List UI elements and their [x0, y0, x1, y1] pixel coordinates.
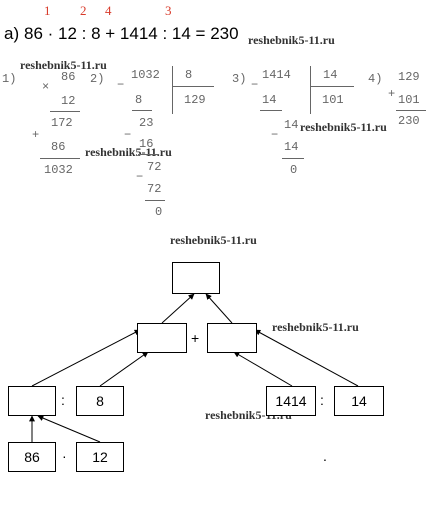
- calc2-rem2: 72: [147, 160, 162, 174]
- equation-label: а): [4, 24, 20, 43]
- colon-sign: :: [61, 392, 65, 408]
- result-box[interactable]: [172, 262, 220, 294]
- calc1-sign2: +: [32, 128, 40, 142]
- order-mark-4: 4: [105, 3, 112, 18]
- calc1-partial1: 172: [51, 116, 73, 130]
- colon-sign: :: [320, 392, 324, 408]
- calc4-addend-b: 101: [398, 93, 420, 107]
- calc2-sign-step: −: [124, 128, 132, 142]
- calc3-division-bar: [310, 66, 311, 114]
- watermark: reshebnik5-11.ru: [272, 320, 359, 334]
- watermark: reshebnik5-11.ru: [85, 145, 172, 159]
- arrow-factor2-to-product: [37, 415, 101, 443]
- calc4-addend-a: 129: [398, 70, 420, 84]
- calc3-sign: −: [251, 78, 259, 92]
- calc2-quotient: 129: [184, 93, 206, 107]
- equation-expression: 86 · 12 : 8 + 1414 : 14 = 230: [24, 24, 239, 43]
- calc1-rule: [40, 158, 80, 159]
- calc2-dividend: 1032: [131, 68, 160, 82]
- calc4-sign: +: [388, 87, 396, 101]
- calc3-remainder: 0: [290, 163, 298, 177]
- factor1-value: 86: [24, 449, 40, 465]
- arrow-divisor-to-sum: [99, 351, 149, 387]
- calc3-step2: 14: [284, 140, 299, 154]
- arrow-dividend-to-sum: [233, 351, 293, 387]
- calc2-step1: 8: [135, 93, 143, 107]
- order-mark-3: 3: [165, 3, 172, 18]
- calc2-sign-step: −: [136, 170, 144, 184]
- stray-dot: .: [323, 448, 327, 464]
- order-mark-1: 1: [44, 3, 51, 18]
- calc4-number: 4): [368, 72, 383, 86]
- calc2-rule: [132, 110, 152, 111]
- watermark: reshebnik5-11.ru: [20, 58, 107, 72]
- calc2-number: 2): [90, 72, 105, 86]
- calc2-rule: [145, 200, 165, 201]
- calc1-rule: [50, 111, 80, 112]
- calc3-rule: [260, 110, 282, 111]
- arrow-left-to-top: [161, 293, 195, 324]
- calc1-factor-b: 12: [61, 94, 76, 108]
- calc3-number: 3): [232, 72, 247, 86]
- left-divisor-value: 8: [96, 393, 104, 409]
- watermark: reshebnik5-11.ru: [248, 33, 335, 47]
- plus-sign: +: [191, 330, 200, 346]
- right-dividend-value: 1414: [275, 393, 307, 409]
- calc3-rem1: 14: [284, 118, 299, 132]
- product-box[interactable]: [8, 386, 56, 416]
- calc3-dividend: 1414: [262, 68, 291, 82]
- arrow-quotient1-to-sum: [31, 329, 141, 387]
- calc2-step2: 16: [139, 137, 154, 151]
- calc2-rule: [172, 86, 214, 87]
- calc2-rule: [138, 154, 158, 155]
- calc2-division-bar: [172, 66, 173, 114]
- factor1-box[interactable]: 86: [8, 442, 56, 472]
- calc1-number: 1): [2, 72, 17, 86]
- calc1-partial2: 86: [51, 140, 66, 154]
- dot-sign: ·: [62, 448, 67, 464]
- quotient-sum-left-box[interactable]: [137, 323, 187, 353]
- quotient-sum-right-box[interactable]: [207, 323, 257, 353]
- arrow-right-to-top: [205, 293, 233, 324]
- calc2-sign: −: [117, 78, 125, 92]
- watermark: reshebnik5-11.ru: [170, 233, 257, 247]
- right-divisor-value: 14: [351, 393, 367, 409]
- calc2-divisor: 8: [185, 68, 193, 82]
- calc2-remainder: 0: [155, 205, 163, 219]
- factor2-value: 12: [92, 449, 108, 465]
- calc3-divisor: 14: [323, 68, 338, 82]
- calc1-factor-a: 86: [61, 70, 76, 84]
- order-mark-2: 2: [80, 3, 87, 18]
- calc1-result: 1032: [44, 163, 73, 177]
- calc4-rule: [396, 110, 426, 111]
- arrow-divisor2-to-sum: [254, 329, 359, 387]
- calc3-rule: [282, 158, 304, 159]
- right-divisor-box[interactable]: 14: [334, 386, 384, 416]
- calc3-sign-step: −: [271, 128, 279, 142]
- calc4-result: 230: [398, 114, 420, 128]
- calc1-sign: ×: [42, 80, 50, 94]
- left-divisor-box[interactable]: 8: [76, 386, 124, 416]
- calc3-rule: [310, 86, 354, 87]
- calc2-step3: 72: [147, 182, 162, 196]
- factor2-box[interactable]: 12: [76, 442, 124, 472]
- calc3-step1: 14: [262, 93, 277, 107]
- right-dividend-box[interactable]: 1414: [266, 386, 316, 416]
- calc2-rem1: 23: [139, 116, 154, 130]
- watermark: reshebnik5-11.ru: [300, 120, 387, 134]
- calc3-quotient: 101: [322, 93, 344, 107]
